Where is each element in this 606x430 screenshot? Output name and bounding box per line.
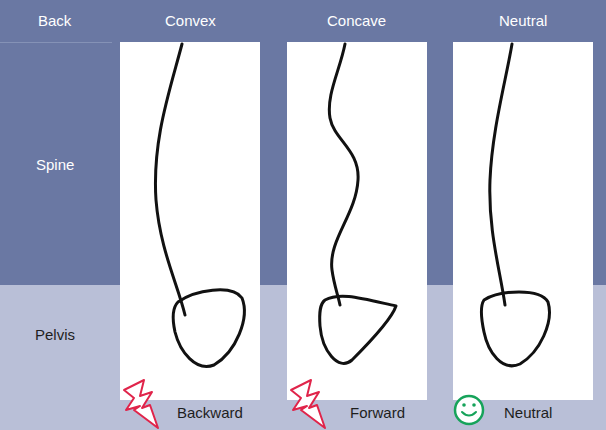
column-heading: Neutral xyxy=(499,11,547,31)
tilt-label: Forward xyxy=(350,403,405,423)
column-heading: Concave xyxy=(327,11,386,31)
spine-curve xyxy=(155,44,185,315)
smiley-mouth xyxy=(462,412,476,416)
pelvis-shape xyxy=(481,292,549,366)
warning-bolt xyxy=(124,380,158,428)
tilt-label: Backward xyxy=(177,403,243,423)
column-heading: Back xyxy=(38,11,71,31)
pelvis-shape xyxy=(320,296,396,363)
panel xyxy=(453,42,593,400)
warning-bolt xyxy=(291,380,325,428)
pelvis-shape xyxy=(173,290,244,367)
spine-row: Spine xyxy=(0,43,112,285)
row-divider xyxy=(0,42,112,43)
column-heading: Convex xyxy=(165,11,216,31)
panel xyxy=(120,42,260,400)
row-heading: Pelvis xyxy=(35,325,75,345)
smiley-eye xyxy=(472,403,476,407)
pelvis-row: Pelvis xyxy=(0,285,112,430)
smiley-icon xyxy=(455,396,483,424)
header-row: Back Convex Concave Neutral xyxy=(0,0,606,42)
spine-curve xyxy=(329,44,358,305)
tilt-label: Neutral xyxy=(504,403,552,423)
row-heading: Spine xyxy=(36,155,74,175)
panel xyxy=(287,42,427,400)
smiley-eye xyxy=(462,403,466,407)
spine-curve xyxy=(490,44,512,305)
